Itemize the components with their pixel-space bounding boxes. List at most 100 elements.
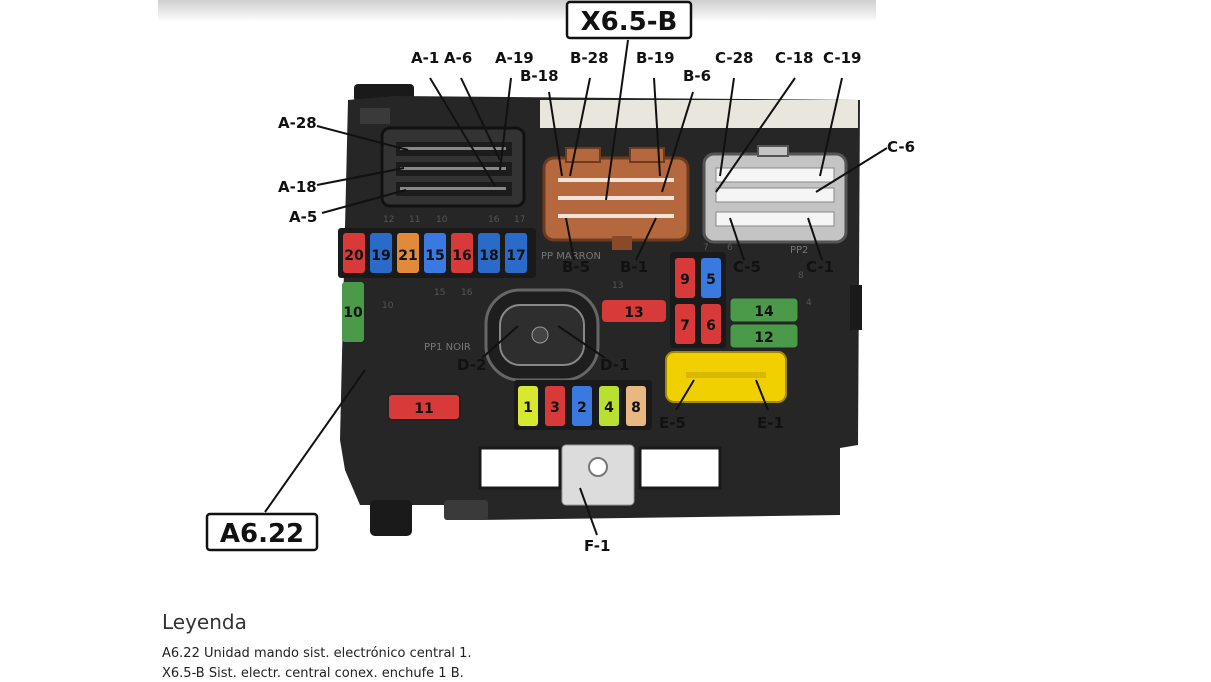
connector-box-label: X6.5-B: [565, 0, 693, 40]
label-a-19: A-19: [495, 49, 534, 67]
svg-text:13: 13: [612, 281, 623, 291]
svg-text:15: 15: [434, 288, 445, 298]
svg-text:3: 3: [550, 400, 560, 416]
label-b-6: B-6: [683, 67, 711, 85]
svg-text:21: 21: [398, 248, 417, 264]
svg-text:18: 18: [479, 248, 498, 264]
label-b-19: B-19: [636, 49, 675, 67]
connector-c: PP2: [702, 145, 848, 256]
svg-text:20: 20: [344, 248, 364, 264]
label-b-28: B-28: [570, 49, 609, 67]
label-c-6: C-6: [887, 138, 915, 156]
fuse-20: 20: [343, 233, 365, 273]
fuse-1: 1: [518, 386, 538, 426]
fuse-3: 3: [545, 386, 565, 426]
fuse-10: 10: [342, 282, 364, 342]
svg-text:8: 8: [798, 271, 804, 281]
label-c-18: C-18: [775, 49, 813, 67]
label-b-5: B-5: [562, 258, 590, 276]
svg-text:10: 10: [436, 215, 448, 225]
svg-text:11: 11: [414, 401, 433, 417]
fuses-top: 20 19 21 15 16 18 17: [343, 233, 527, 273]
label-a-5: A-5: [289, 208, 317, 226]
fuse-2: 2: [572, 386, 592, 426]
svg-text:16: 16: [461, 288, 473, 298]
label-c-1: C-1: [806, 258, 834, 276]
legend-item-a6-22: A6.22 Unidad mando sist. electrónico cen…: [162, 646, 472, 661]
svg-text:13: 13: [624, 305, 643, 321]
fuse-19: 19: [370, 233, 392, 273]
svg-text:5: 5: [706, 272, 716, 288]
fuse-13: 13: [602, 300, 666, 322]
svg-text:17: 17: [506, 248, 525, 264]
label-a-6: A-6: [444, 49, 472, 67]
svg-text:9: 9: [680, 272, 690, 288]
label-e-5: E-5: [659, 414, 686, 432]
label-a-28: A-28: [278, 114, 317, 132]
svg-text:7: 7: [703, 243, 709, 253]
svg-text:15: 15: [425, 248, 444, 264]
svg-text:10: 10: [382, 301, 394, 311]
svg-text:8: 8: [631, 400, 641, 416]
connector-b-text: PP MARRON: [541, 251, 601, 262]
main-label-a6-22: A6.22: [220, 519, 304, 549]
svg-text:10: 10: [343, 305, 363, 321]
svg-text:6: 6: [727, 243, 733, 253]
relay-e: [665, 351, 787, 403]
connector-a: [380, 126, 526, 208]
pin-labels: A-1 A-6 A-19 B-28 B-19 B-18 B-6 C-28 C-1…: [278, 49, 915, 555]
fuse-14: 14: [729, 297, 799, 323]
label-c-5: C-5: [733, 258, 761, 276]
svg-text:16: 16: [452, 248, 471, 264]
label-b-1: B-1: [620, 258, 648, 276]
fuse-9: 9: [675, 258, 695, 298]
svg-text:6: 6: [706, 318, 716, 334]
label-c-19: C-19: [823, 49, 861, 67]
fuse-12: 12: [729, 323, 799, 349]
main-box-label: A6.22: [205, 512, 319, 552]
connector-c-text: PP2: [790, 245, 808, 256]
svg-text:4: 4: [806, 298, 812, 308]
connector-d-text: PP1 NOIR: [424, 342, 471, 353]
connector-b: PP MARRON: [541, 147, 690, 262]
connector-d: PP1 NOIR: [424, 288, 600, 382]
svg-text:11: 11: [409, 215, 420, 225]
svg-text:1: 1: [523, 400, 533, 416]
fuse-box-diagram: PP MARRON PP2 PP1 NOIR 20 19 21 15 16 18…: [205, 0, 915, 555]
label-c-28: C-28: [715, 49, 753, 67]
svg-text:12: 12: [754, 330, 773, 346]
label-e-1: E-1: [757, 414, 784, 432]
svg-text:17: 17: [514, 215, 525, 225]
svg-text:4: 4: [604, 400, 614, 416]
top-fade-bar: [158, 0, 876, 22]
fuses-bottom: 1 3 2 4 8: [518, 386, 646, 426]
fuse-8: 8: [626, 386, 646, 426]
fuses-other: 10 11 13 9 5 7 6 14 12: [342, 258, 799, 421]
svg-text:2: 2: [577, 400, 587, 416]
legend-item-x6-5-b: X6.5-B Sist. electr. central conex. ench…: [162, 666, 464, 681]
legend-title: Leyenda: [162, 610, 247, 634]
label-a-1: A-1: [411, 49, 439, 67]
fuse-21: 21: [397, 233, 419, 273]
label-a-18: A-18: [278, 178, 317, 196]
svg-text:19: 19: [371, 248, 390, 264]
fuse-5: 5: [701, 258, 721, 298]
fuse-15: 15: [424, 233, 446, 273]
label-b-18: B-18: [520, 67, 559, 85]
svg-text:12: 12: [383, 215, 394, 225]
fuse-11: 11: [387, 393, 461, 421]
label-d-2: D-2: [457, 356, 486, 374]
label-f-1: F-1: [584, 537, 610, 555]
fuse-18: 18: [478, 233, 500, 273]
fuse-6: 6: [701, 304, 721, 344]
svg-text:16: 16: [488, 215, 500, 225]
connector-label-x6-5-b: X6.5-B: [581, 7, 678, 37]
fuse-4: 4: [599, 386, 619, 426]
leader-lines: [264, 39, 888, 536]
svg-text:7: 7: [680, 318, 690, 334]
label-d-1: D-1: [600, 356, 629, 374]
svg-text:14: 14: [754, 304, 774, 320]
fuse-17: 17: [505, 233, 527, 273]
fuse-7: 7: [675, 304, 695, 344]
pin-numbers: 12 11 10 16 17 10 15 16 13 4 7 6 8: [382, 215, 812, 311]
